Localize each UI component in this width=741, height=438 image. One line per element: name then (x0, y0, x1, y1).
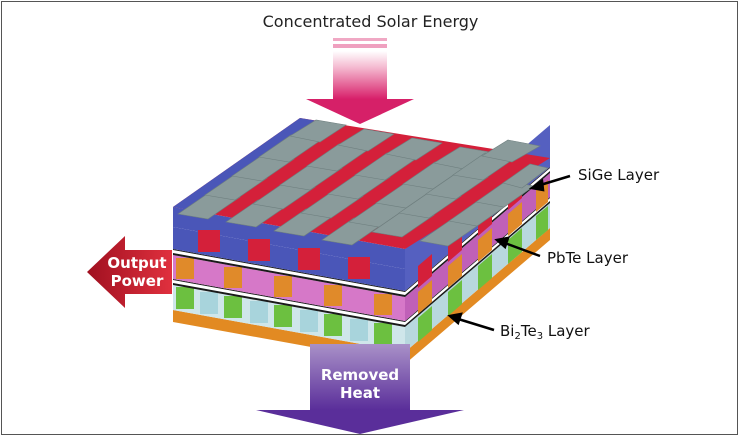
sige-layer-label: SiGe Layer (578, 166, 659, 184)
removed-heat-line1: Removed (320, 366, 400, 384)
pbte-layer-label: PbTe Layer (547, 249, 628, 267)
bi2te3-elements (176, 206, 548, 345)
removed-heat-arrow (256, 344, 464, 434)
sige-layer-text: SiGe Layer (578, 166, 660, 184)
pbte-elements (176, 180, 548, 315)
diagram-title: Concentrated Solar Energy (262, 12, 479, 31)
bi2te3-layer-label: Bi2Te3 Layer (500, 322, 590, 342)
bi2te3-layer (173, 197, 550, 364)
output-power-label: Output Power (104, 254, 170, 290)
top-tiles (177, 119, 549, 247)
bi2te3-prefix: Bi (500, 322, 515, 340)
solar-energy-arrow (306, 38, 414, 124)
bi2te3-sub1: 2 (514, 331, 521, 342)
pbte-layer-text: PbTe Layer (547, 249, 628, 267)
output-power-line1: Output (107, 254, 167, 272)
output-power-arrow (87, 236, 172, 308)
removed-heat-label: Removed Heat (310, 366, 410, 402)
pbte-layer (173, 167, 550, 321)
bi2te3-mid: Te (520, 322, 537, 340)
removed-heat-line2: Heat (339, 384, 381, 402)
output-power-line2: Power (110, 272, 164, 290)
bi2te3-suffix: Layer (543, 322, 590, 340)
bi2te3-sub2: 3 (536, 331, 544, 342)
layer-pointers (447, 174, 571, 332)
